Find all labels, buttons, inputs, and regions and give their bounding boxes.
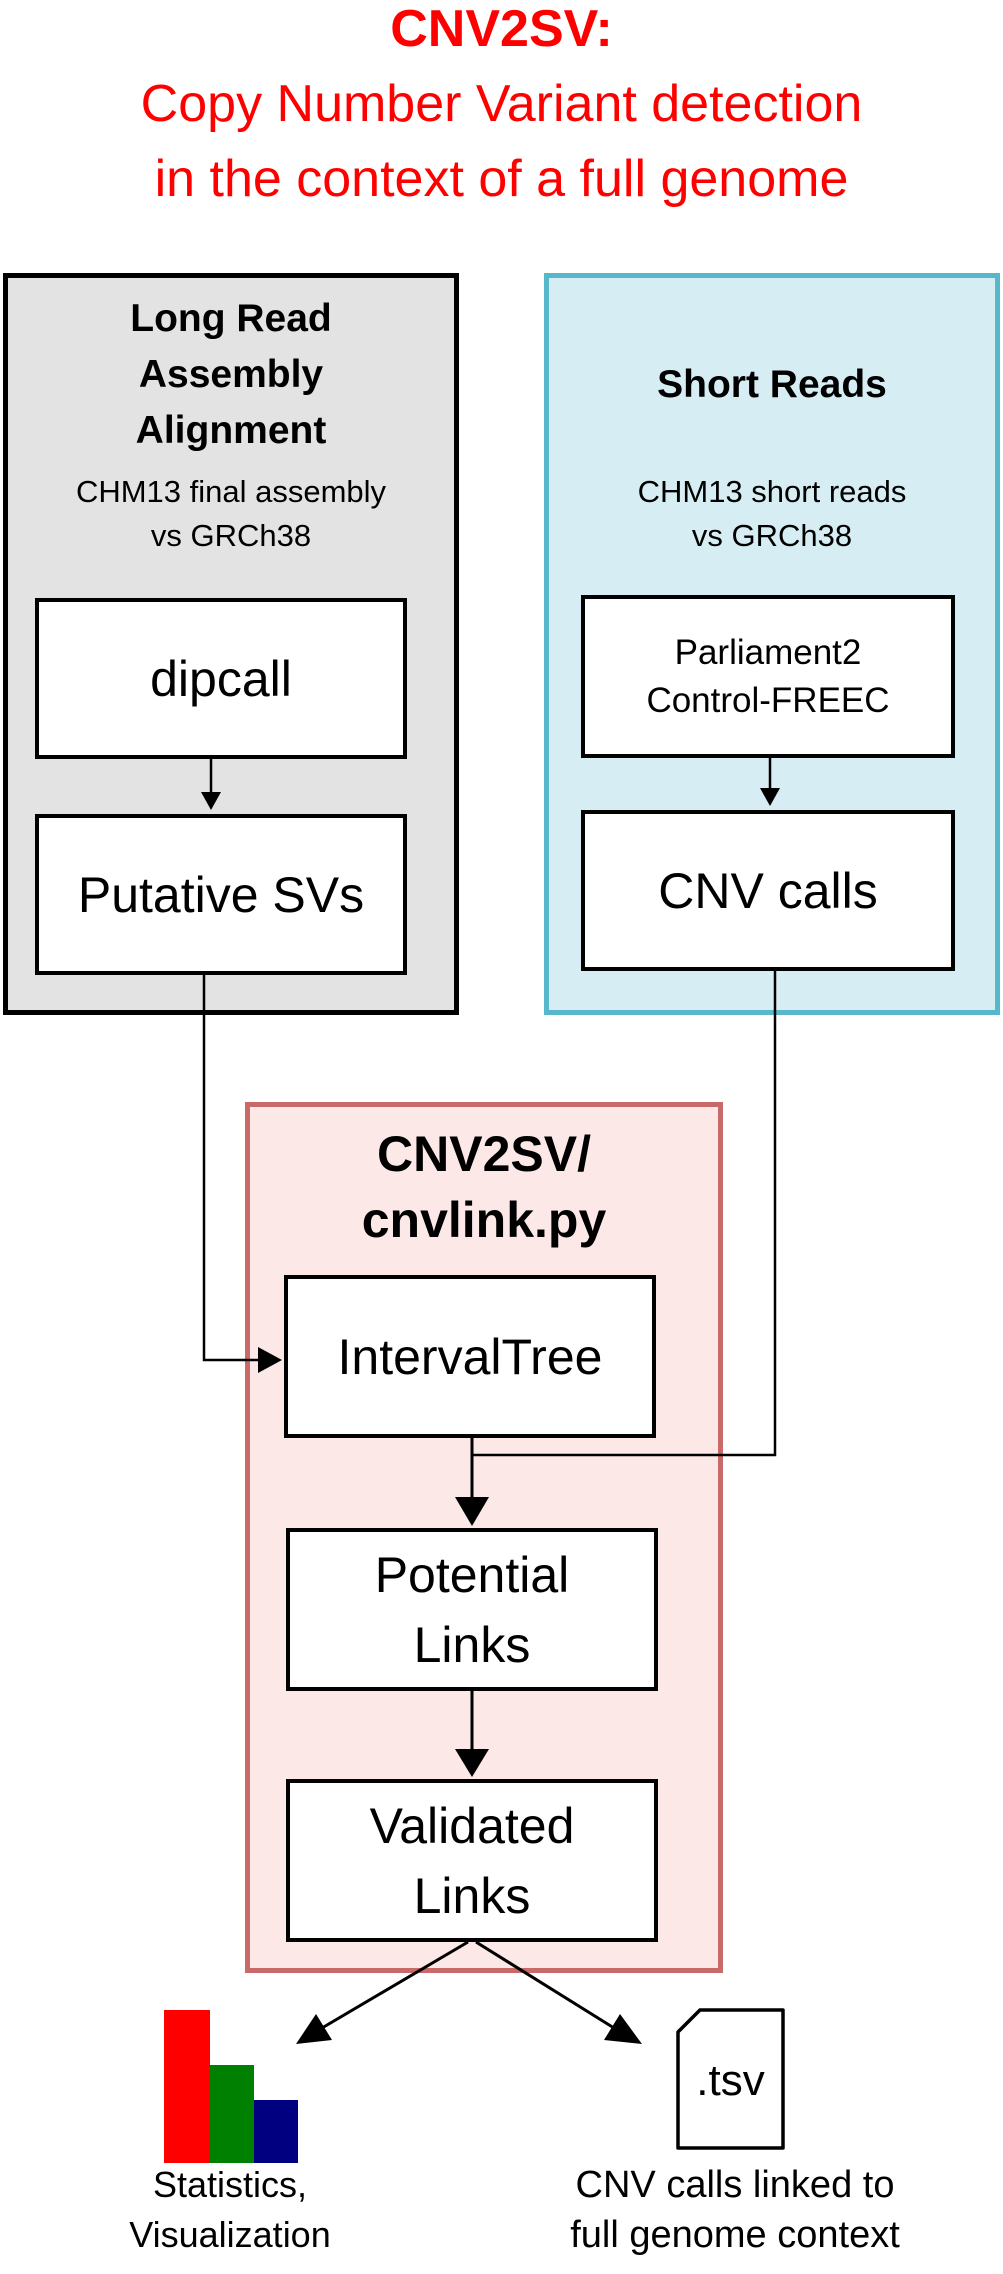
- arrowhead-validated-to-tsv: [604, 2014, 642, 2044]
- short-read-panel-title: Short Reads: [657, 363, 887, 406]
- validated-links-line: Validated: [369, 1797, 575, 1854]
- putative-svs-label: Putative SVs: [77, 866, 365, 923]
- cnvlink-panel-title: CNV2SV/ cnvlink.py: [250, 1121, 718, 1253]
- long-read-subtitle-line: vs GRCh38: [150, 518, 312, 553]
- stats-caption: Statistics, Visualization: [80, 2160, 380, 2260]
- long-read-title-line: Alignment: [135, 409, 327, 452]
- arrowhead-potential-to-validated: [455, 1749, 489, 1777]
- cnv-calls-label: CNV calls: [658, 862, 878, 919]
- short-read-subtitle-line: vs GRCh38: [691, 518, 853, 553]
- file-icon: [676, 2008, 785, 2150]
- control-freec-label: Control-FREEC: [646, 680, 890, 720]
- validated-links-box: Validated Links: [286, 1779, 658, 1942]
- dipcall-label: dipcall: [150, 650, 292, 707]
- arrowhead-dipcall-to-putative: [201, 792, 221, 810]
- potential-links-line: Links: [413, 1616, 531, 1673]
- potential-links-box: Potential Links: [286, 1528, 658, 1691]
- file-icon-label: .tsv: [696, 2056, 765, 2105]
- arrowhead-validated-to-stats: [296, 2014, 332, 2044]
- bar-chart-icon-blue-bar: [254, 2100, 298, 2163]
- arrowhead-parliament-to-cnv: [760, 788, 780, 806]
- validated-links-line: Links: [413, 1867, 531, 1924]
- arrow-validated-to-stats: [321, 1940, 469, 2030]
- long-read-subtitle-line: CHM13 final assembly: [75, 474, 387, 509]
- diagram-title: CNV2SV:: [390, 0, 613, 58]
- arrow-validated-to-tsv: [475, 1940, 615, 2030]
- parliament-freec-box: Parliament2 Control-FREEC: [581, 595, 955, 758]
- tsv-caption: CNV calls linked to full genome context: [505, 2160, 965, 2260]
- arrowhead-intervaltree-to-potential: [455, 1497, 489, 1526]
- long-read-panel-title: Long Read Assembly Alignment: [8, 291, 454, 459]
- arrow-putative-to-intervaltree: [202, 975, 258, 1362]
- interval-tree-label: IntervalTree: [337, 1328, 603, 1385]
- cnv-calls-box: CNV calls: [581, 810, 955, 971]
- bar-chart-icon-green-bar: [210, 2065, 254, 2163]
- short-read-panel-subtitle: CHM13 short reads vs GRCh38: [549, 470, 995, 558]
- interval-tree-box: IntervalTree: [284, 1275, 656, 1438]
- tsv-caption-line: CNV calls linked to: [575, 2164, 895, 2206]
- cnvlink-title-line: CNV2SV/: [377, 1126, 591, 1182]
- stats-caption-line: Visualization: [129, 2214, 331, 2255]
- diagram-subtitle-line-1: Copy Number Variant detection: [140, 75, 863, 133]
- arrow-cnv-to-merge: [472, 971, 777, 1457]
- cnvlink-title-line: cnvlink.py: [361, 1192, 607, 1248]
- long-read-panel-subtitle: CHM13 final assembly vs GRCh38: [8, 470, 454, 558]
- dipcall-box: dipcall: [35, 598, 407, 759]
- parliament2-label: Parliament2: [674, 632, 862, 672]
- bar-chart-icon-red-bar: [164, 2010, 210, 2163]
- diagram-subtitle-line-2: in the context of a full genome: [154, 150, 849, 208]
- potential-links-line: Potential: [374, 1546, 570, 1603]
- long-read-title-line: Long Read: [130, 297, 332, 340]
- putative-svs-box: Putative SVs: [35, 814, 407, 975]
- arrowhead-putative-to-intervaltree: [258, 1347, 282, 1373]
- long-read-title-line: Assembly: [138, 353, 324, 396]
- bar-chart-icon: [164, 2010, 298, 2163]
- short-read-subtitle-line: CHM13 short reads: [637, 474, 907, 509]
- tsv-caption-line: full genome context: [570, 2214, 900, 2256]
- stats-caption-line: Statistics,: [152, 2164, 308, 2205]
